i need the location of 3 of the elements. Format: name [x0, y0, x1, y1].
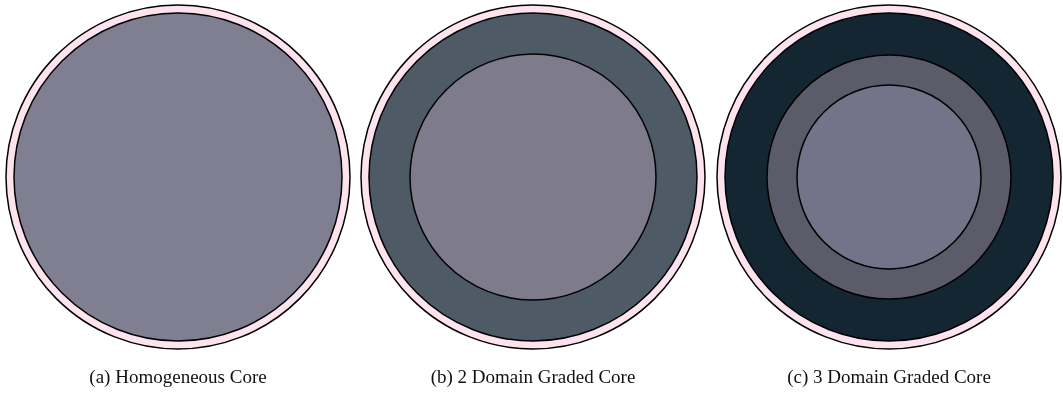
figure-caption: (a) Homogeneous Core: [88, 366, 268, 388]
figure-caption: (b) 2 Domain Graded Core: [429, 366, 637, 388]
figure-caption: (c) 3 Domain Graded Core: [786, 366, 992, 388]
